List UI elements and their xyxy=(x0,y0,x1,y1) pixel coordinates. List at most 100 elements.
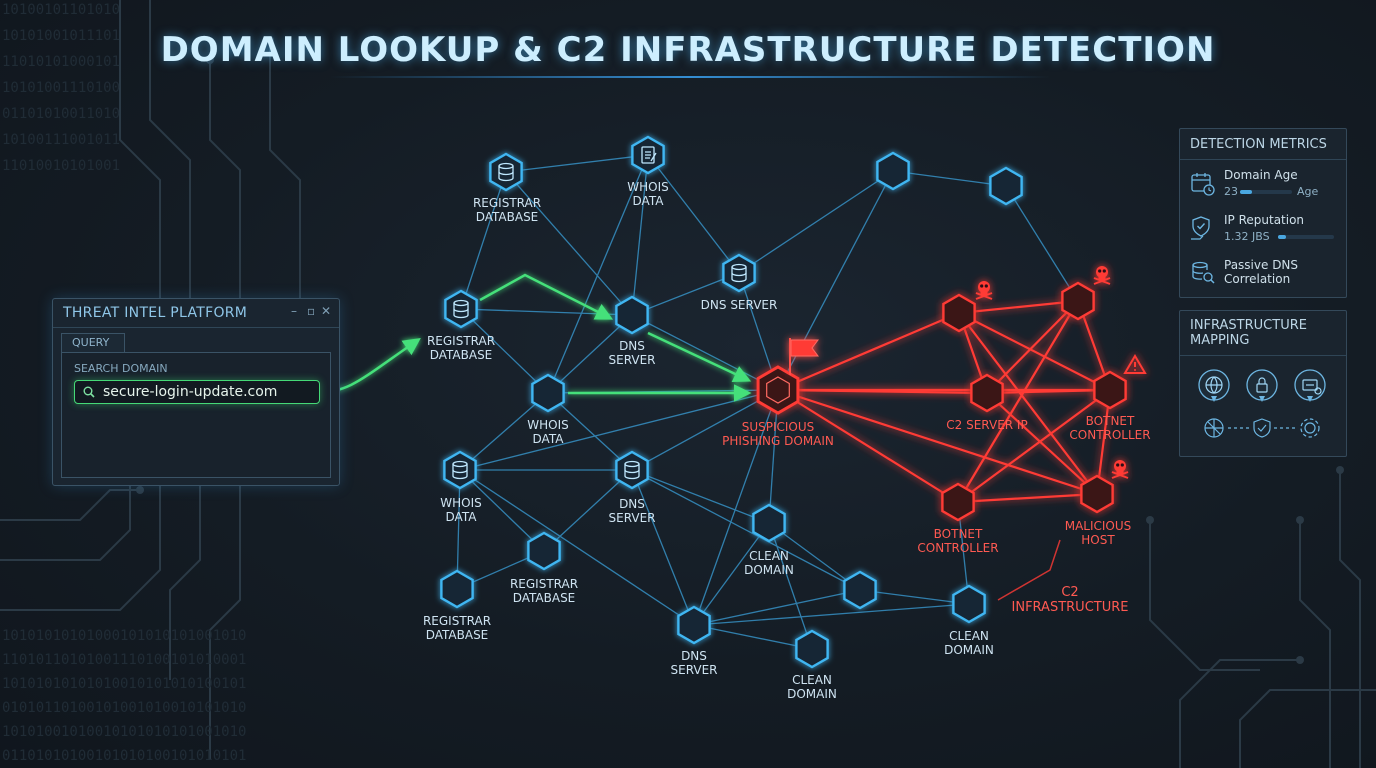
flag-icon xyxy=(789,338,819,375)
network-link xyxy=(505,171,633,316)
c2-link xyxy=(958,299,1079,315)
network-link xyxy=(693,389,779,626)
dns-server-node[interactable] xyxy=(615,295,649,335)
c2-link xyxy=(777,388,1098,496)
svg-text:11010010101001: 11010010101001 xyxy=(2,158,120,174)
registrar-database-node[interactable] xyxy=(444,289,478,329)
c2-node[interactable] xyxy=(1061,281,1095,321)
network-link xyxy=(693,624,813,650)
registrar-database-node[interactable] xyxy=(440,569,474,609)
database-icon xyxy=(1192,261,1215,284)
page-title: DOMAIN LOOKUP & C2 INFRASTRUCTURE DETECT… xyxy=(160,30,1216,70)
label-botnet-controller: BOTNET CONTROLLER xyxy=(1069,414,1151,442)
dns-server-node[interactable] xyxy=(722,253,756,293)
c2-link xyxy=(958,312,1098,495)
label-dns-server: DNS SERVER xyxy=(670,649,718,677)
svg-text:10100101101010: 10100101101010 xyxy=(2,2,120,18)
tab-query[interactable]: QUERY xyxy=(61,333,125,353)
threat-intel-panel: THREAT INTEL PLATFORM – ▫ ✕ QUERY SEARCH… xyxy=(52,298,340,486)
malicious-host-node[interactable] xyxy=(1080,474,1114,514)
network-link xyxy=(1005,185,1079,302)
calendar-icon xyxy=(1191,173,1215,196)
network-link xyxy=(459,392,549,471)
c2-server-ip-node[interactable] xyxy=(970,373,1004,413)
label-whois-data: WHOIS DATA xyxy=(440,496,482,524)
network-link xyxy=(505,154,649,173)
node-inner-ring xyxy=(766,376,790,404)
dns-server-node[interactable] xyxy=(677,605,711,645)
svg-text:11010110101001110100101010001: 11010110101001110100101010001 xyxy=(2,652,246,668)
network-link xyxy=(768,522,813,650)
svg-text:11010101000101: 11010101000101 xyxy=(2,54,120,70)
svg-text:01101010011010: 01101010011010 xyxy=(2,106,120,122)
suspicious-phishing-domain-node[interactable] xyxy=(756,365,800,415)
skull-icon xyxy=(975,266,1129,479)
server-icon xyxy=(1302,379,1322,395)
botnet-controller-node[interactable] xyxy=(941,482,975,522)
clean-domain-node[interactable] xyxy=(795,629,829,669)
whois-data-node[interactable] xyxy=(443,450,477,490)
network-link xyxy=(631,272,740,316)
c2-link xyxy=(957,300,1079,503)
network-link xyxy=(547,154,649,394)
lock-icon xyxy=(1256,377,1268,393)
network-link xyxy=(460,308,633,316)
network-link xyxy=(456,469,461,590)
clean-domain-node[interactable] xyxy=(752,503,786,543)
panel-title: THREAT INTEL PLATFORM xyxy=(63,305,248,321)
domain-age-unit: Age xyxy=(1297,185,1319,198)
title-underline xyxy=(330,76,1050,78)
detection-metrics-panel: DETECTION METRICS Domain Age 23 Age IP R… xyxy=(1179,128,1347,298)
network-link xyxy=(631,389,779,471)
close-button[interactable]: ✕ xyxy=(321,304,332,318)
network-link xyxy=(543,469,633,552)
network-link xyxy=(631,154,649,316)
minimize-button[interactable]: – xyxy=(291,304,297,318)
query-pane: SEARCH DOMAIN secure-login-update.com xyxy=(61,352,331,478)
dns-server-node[interactable] xyxy=(615,450,649,490)
ip-reputation-bar-fill xyxy=(1278,235,1286,239)
search-value: secure-login-update.com xyxy=(103,384,278,400)
svg-text:10101001011101: 10101001011101 xyxy=(2,28,120,44)
ip-reputation-value: 1.32 JBS xyxy=(1224,230,1270,243)
label-malicious-host: MALICIOUS HOST xyxy=(1064,519,1132,547)
c2-link xyxy=(986,392,1098,495)
registrar-database-node[interactable] xyxy=(527,531,561,571)
label-botnet-controller: BOTNET CONTROLLER xyxy=(917,527,999,555)
divider xyxy=(1180,355,1346,356)
botnet-controller-node[interactable] xyxy=(1093,370,1127,410)
search-input[interactable]: secure-login-update.com xyxy=(74,380,320,404)
network-link xyxy=(892,170,1007,187)
c2-node[interactable] xyxy=(942,293,976,333)
network-node[interactable] xyxy=(843,570,877,610)
maximize-button[interactable]: ▫ xyxy=(307,304,316,318)
c2-link xyxy=(957,492,1098,504)
label-clean-domain: CLEAN DOMAIN xyxy=(787,673,837,701)
registrar-database-node[interactable] xyxy=(489,152,523,192)
network-node[interactable] xyxy=(989,166,1023,206)
clean-domain-node[interactable] xyxy=(952,584,986,624)
svg-text:10100111001011: 10100111001011 xyxy=(2,132,120,148)
network-node[interactable] xyxy=(876,151,910,191)
c2-link xyxy=(777,389,959,503)
network-link xyxy=(631,469,695,626)
c2-link xyxy=(986,300,1079,394)
gear-icon xyxy=(1300,418,1320,438)
document-icon xyxy=(641,146,657,164)
domain-age-bar xyxy=(1240,190,1292,194)
svg-text:10101010101010010101010100101: 10101010101010010101010100101 xyxy=(2,676,246,692)
panel-title: DETECTION METRICS xyxy=(1190,137,1327,152)
whois-data-node[interactable] xyxy=(531,373,565,413)
c2-links xyxy=(777,299,1112,504)
label-registrar-database: REGISTRAR DATABASE xyxy=(426,334,496,362)
label-clean-domain: CLEAN DOMAIN xyxy=(944,629,994,657)
database-icon xyxy=(452,162,747,480)
svg-text:01010110100101001010010101010: 01010110100101001010010101010 xyxy=(2,700,246,716)
network-link xyxy=(547,392,633,471)
network-link xyxy=(738,170,894,274)
domain-age-label: Domain Age xyxy=(1224,168,1298,182)
network-link xyxy=(631,469,861,591)
ip-reputation-label: IP Reputation xyxy=(1224,213,1305,227)
